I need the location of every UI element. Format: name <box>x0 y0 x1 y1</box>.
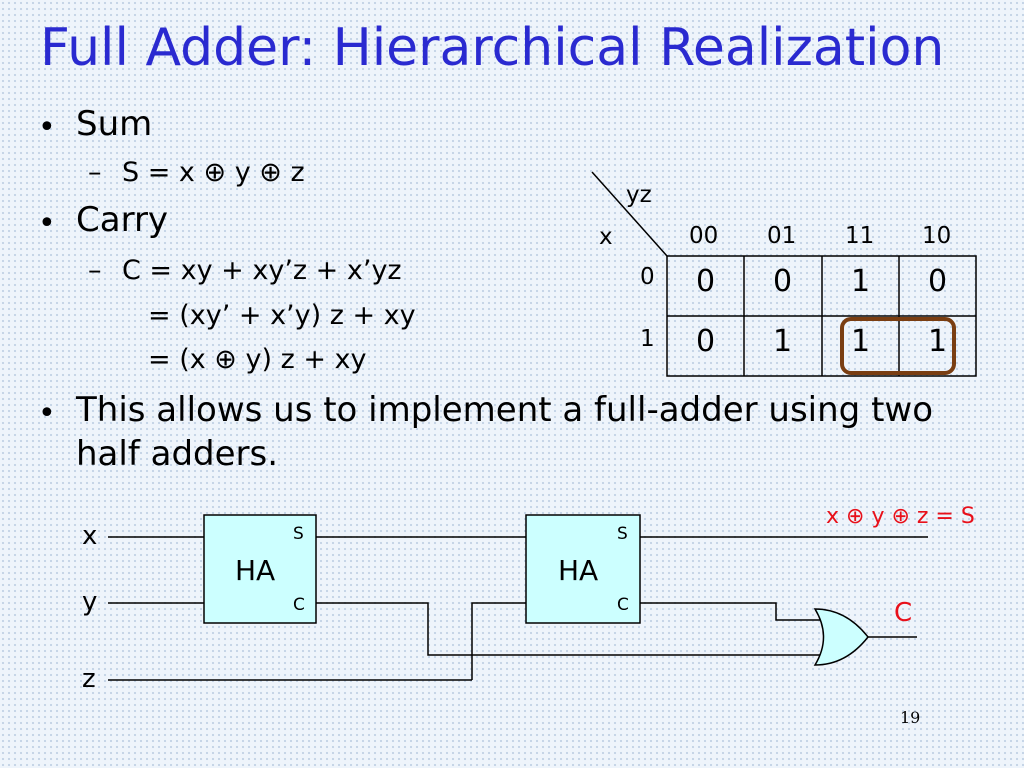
circuit-wires <box>108 536 928 681</box>
kmap-cell: 1 <box>850 324 871 359</box>
sub-bullet-dash: – <box>88 255 102 286</box>
kmap-cell: 0 <box>695 324 716 359</box>
half-adder-2-label: HA <box>558 554 599 587</box>
half-adder-2 <box>525 514 641 624</box>
half-adder-1-sum-port: S <box>293 524 304 544</box>
bullet-carry: Carry <box>76 200 169 240</box>
half-adder-2-carry-port: C <box>617 595 629 615</box>
half-adder-2-sum-port: S <box>617 524 628 544</box>
kmap-cell: 0 <box>927 264 948 299</box>
note-line-1: This allows us to implement a full-adder… <box>76 390 934 430</box>
half-adder-1 <box>203 514 317 624</box>
bullet-dot: • <box>38 110 56 145</box>
page-number: 19 <box>900 708 921 727</box>
kmap-col-header: 00 <box>689 223 719 249</box>
carry-equation-1: C = xy + xy’z + x’yz <box>122 255 402 286</box>
bullet-sum: Sum <box>76 104 153 144</box>
kmap-diagonal <box>591 171 668 257</box>
half-adder-1-label: HA <box>235 554 276 587</box>
sum-equation: S = x ⊕ y ⊕ z <box>122 157 305 188</box>
note-line-2: half adders. <box>76 434 279 474</box>
carry-equation-3: = (x ⊕ y) z + xy <box>148 344 367 375</box>
kmap-row-header: 0 <box>640 264 655 290</box>
sub-bullet-dash: – <box>88 157 102 188</box>
kmap-col-header: 11 <box>845 223 875 249</box>
kmap-cell: 0 <box>695 264 716 299</box>
input-x-label: x <box>82 521 98 551</box>
slide-title: Full Adder: Hierarchical Realization <box>40 18 945 78</box>
kmap-grid <box>666 255 977 377</box>
kmap-col-header: 01 <box>767 223 797 249</box>
kmap-cell: 1 <box>850 264 871 299</box>
half-adder-1-carry-port: C <box>293 595 305 615</box>
input-y-label: y <box>82 587 98 617</box>
kmap-cell: 1 <box>927 324 948 359</box>
sum-output-label: x ⊕ y ⊕ z = S <box>826 504 975 529</box>
carry-output-label: C <box>894 598 913 628</box>
input-z-label: z <box>82 664 96 694</box>
or-gate <box>813 608 869 666</box>
kmap-cell: 0 <box>772 264 793 299</box>
bullet-dot: • <box>38 206 56 241</box>
kmap-col-header: 10 <box>922 223 952 249</box>
bullet-dot: • <box>38 396 56 431</box>
kmap-cell: 1 <box>772 324 793 359</box>
kmap-row-var: x <box>599 224 613 250</box>
kmap-row-header: 1 <box>640 326 655 352</box>
kmap-col-var: yz <box>626 182 652 208</box>
kmap-group-highlight <box>840 317 956 375</box>
carry-equation-2: = (xy’ + x’y) z + xy <box>148 300 416 331</box>
